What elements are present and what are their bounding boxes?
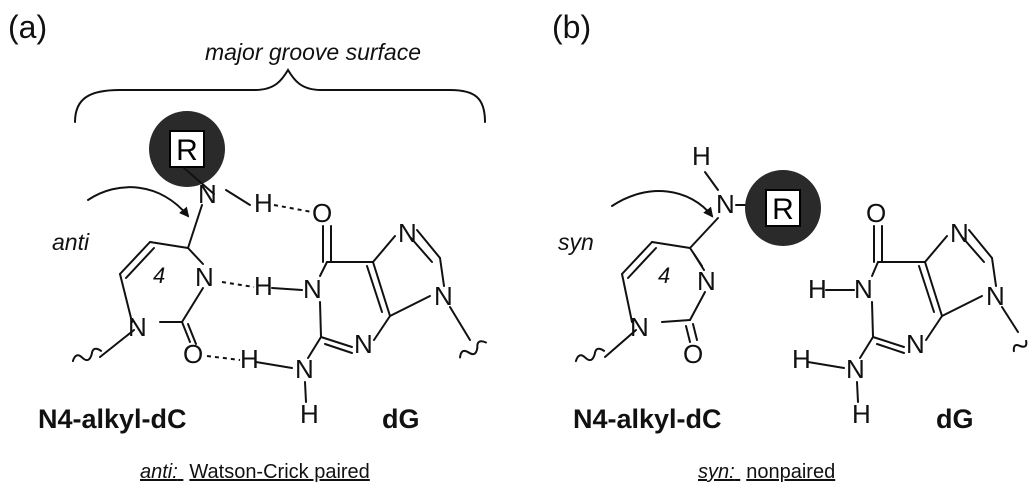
- atom-n3-b: N: [697, 266, 716, 296]
- atom-h1-b: H: [808, 274, 827, 304]
- atom-o2-b: O: [683, 339, 703, 369]
- svg-text:anti: Watson-Crick pai: anti: Watson-Crick paired: [140, 461, 370, 483]
- groove-label: major groove surface: [205, 39, 421, 65]
- r-group-a: R: [149, 111, 225, 187]
- molecule-name-left-b: N4-alkyl-dC: [573, 404, 722, 434]
- caption-term-b: syn:: [698, 461, 735, 483]
- molecule-name-right-a: dG: [382, 404, 420, 434]
- atom-h1-a: H: [254, 271, 273, 301]
- atom-n1g-a: N: [303, 274, 322, 304]
- atom-h2a-b: H: [792, 344, 811, 374]
- atom-h2b-b: H: [852, 399, 871, 429]
- atom-n7-a: N: [398, 218, 417, 248]
- rotation-arrow-a: [87, 186, 190, 218]
- r-label-a: R: [176, 134, 198, 167]
- atom-n3g-a: N: [354, 329, 373, 359]
- caption-term-a: anti:: [140, 461, 178, 483]
- molecule-name-left-a: N4-alkyl-dC: [38, 404, 187, 434]
- atom-h2b-a: H: [300, 399, 319, 429]
- atom-n4-b: N: [716, 189, 735, 219]
- atom-n3g-b: N: [906, 329, 925, 359]
- caption-a: anti: Watson-Crick paired: [140, 461, 370, 483]
- cytosine-b: 4 N N O: [574, 217, 719, 369]
- atom-h2a-a: H: [240, 344, 259, 374]
- groove-brace: [74, 68, 486, 123]
- atom-n2-b: N: [846, 354, 865, 384]
- panel-b-label: (b): [552, 9, 591, 45]
- atom-n1-b: N: [630, 312, 649, 342]
- ring-number-a: 4: [153, 263, 165, 288]
- atom-n2-a: N: [295, 354, 314, 384]
- caption-b: syn: nonpaired: [698, 461, 835, 483]
- hbond-1: [273, 204, 313, 213]
- conformation-label-a: anti: [52, 229, 90, 255]
- atom-n7-b: N: [950, 218, 969, 248]
- atom-n9-b: N: [986, 281, 1005, 311]
- panel-b: (b) H N R syn 4 N: [552, 9, 1028, 483]
- svg-text:syn: nonpaired: syn: nonpaired: [698, 461, 835, 483]
- atom-h4-b: H: [692, 141, 711, 171]
- cytosine-a: 4 N N H N O: [71, 167, 273, 369]
- atom-n9-a: N: [434, 281, 453, 311]
- r-label-b: R: [772, 193, 794, 226]
- caption-text-a: Watson-Crick paired: [189, 461, 369, 483]
- hbond-2: [221, 281, 255, 288]
- atom-n3-a: N: [195, 262, 214, 292]
- guanine-a: O H N H N H N N N: [240, 198, 487, 429]
- conformation-label-b: syn: [558, 229, 594, 255]
- caption-text-b: nonpaired: [746, 461, 835, 483]
- atom-o6-a: O: [312, 198, 332, 228]
- panel-a: (a) major groove surface R anti: [8, 9, 487, 483]
- atom-o2-a: O: [183, 339, 203, 369]
- hbond-3: [206, 355, 241, 361]
- atom-n1g-b: N: [854, 274, 873, 304]
- rotation-arrow-b: [611, 190, 714, 218]
- atom-o6-b: O: [866, 198, 886, 228]
- r-group-b: R: [745, 170, 821, 246]
- atom-n4-a: N: [198, 179, 217, 209]
- atom-n1-a: N: [128, 312, 147, 342]
- ring-number-b: 4: [658, 263, 670, 288]
- guanine-b: O H N H N H N N N: [792, 198, 1028, 429]
- molecule-name-right-b: dG: [936, 404, 974, 434]
- panel-a-label: (a): [8, 9, 47, 45]
- atom-h4-a: H: [254, 188, 273, 218]
